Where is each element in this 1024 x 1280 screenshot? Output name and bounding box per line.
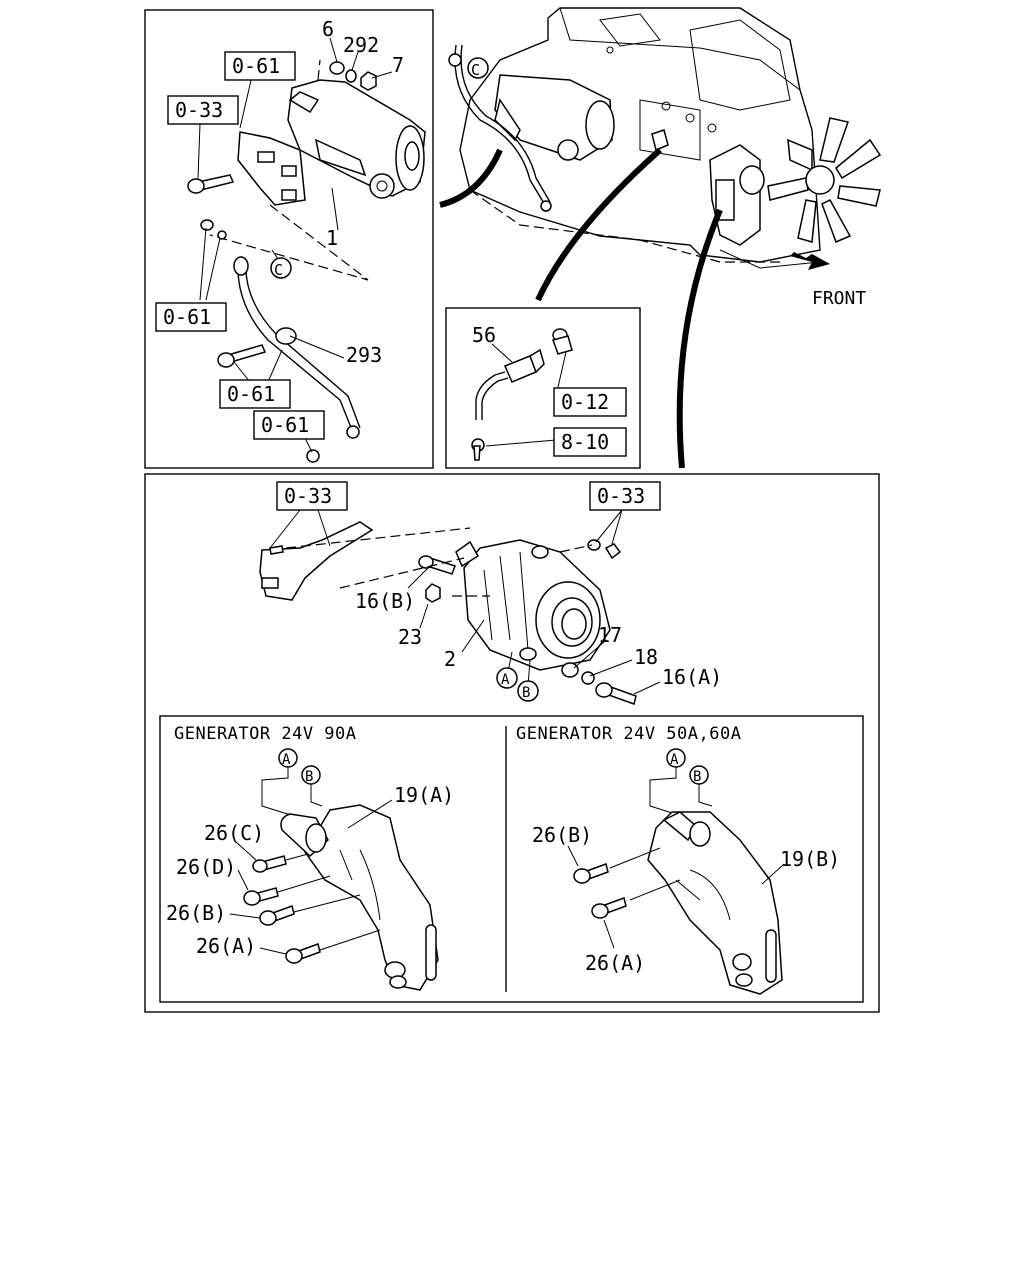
- part-label-18: 18: [634, 645, 658, 669]
- callout-a-generator-text: A: [501, 672, 510, 688]
- ref-061-b: 0-61: [163, 305, 211, 329]
- sub-panel-50a-title: GENERATOR 24V 50A,60A: [516, 724, 741, 744]
- ref-061-a: 0-61: [232, 54, 280, 78]
- callout-a-90a: A: [282, 752, 291, 768]
- part-label-19b: 19(B): [780, 847, 840, 871]
- callout-b-generator: [517, 680, 539, 702]
- part-label-26d: 26(D): [176, 855, 236, 879]
- part-label-6: 6: [322, 17, 334, 41]
- callout-a-50a: A: [670, 752, 679, 768]
- part-label-26a-90a: 26(A): [196, 934, 256, 958]
- sub-panel-90a-title: GENERATOR 24V 90A: [174, 724, 357, 744]
- part-label-16a: 16(A): [662, 665, 722, 689]
- fan-illustration: [767, 117, 882, 244]
- ref-033-left: 0-33: [284, 484, 332, 508]
- callout-c-starter-text: C: [274, 261, 283, 279]
- part-label-19a: 19(A): [394, 783, 454, 807]
- part-label-56: 56: [472, 323, 496, 347]
- part-label-7: 7: [392, 53, 404, 77]
- ref-061-d: 0-61: [261, 413, 309, 437]
- callout-c-engine: [467, 57, 489, 79]
- ref-810: 8-10: [561, 430, 609, 454]
- callout-b-90a: B: [305, 769, 313, 785]
- generator-panel: 0-33 0-33 16(B) 23 2 17 18 16(A) A B GEN…: [144, 473, 880, 1013]
- part-label-293: 293: [346, 343, 382, 367]
- ref-061-c: 0-61: [227, 382, 275, 406]
- sub-panel-90a: GENERATOR 24V 90A A B: [166, 724, 454, 991]
- callout-c-starter: [270, 257, 292, 279]
- sub-panel-50a-60a: GENERATOR 24V 50A,60A A B 26(B) 19(B): [516, 724, 840, 995]
- part-label-2: 2: [444, 647, 456, 671]
- sensor-panel: 56 0-12 8-10: [445, 307, 641, 469]
- part-label-26b-90a: 26(B): [166, 901, 226, 925]
- front-label: FRONT: [812, 288, 866, 309]
- part-label-26c: 26(C): [204, 821, 264, 845]
- part-label-17: 17: [598, 623, 622, 647]
- callout-a-generator: [496, 667, 518, 689]
- part-label-1: 1: [326, 226, 338, 250]
- front-arrow-icon: [790, 252, 830, 270]
- ref-012: 0-12: [561, 390, 609, 414]
- part-label-26a-50a: 26(A): [585, 951, 645, 975]
- callout-b-50a: B: [693, 769, 701, 785]
- part-label-26b-50a: 26(B): [532, 823, 592, 847]
- part-label-16b: 16(B): [355, 589, 415, 613]
- part-label-292: 292: [343, 33, 379, 57]
- part-label-23: 23: [398, 625, 422, 649]
- ref-033-right: 0-33: [597, 484, 645, 508]
- engine-overview: C FRONT: [448, 7, 882, 309]
- callout-b-generator-text: B: [522, 685, 530, 701]
- callout-c-engine-text: C: [471, 61, 480, 79]
- ref-033: 0-33: [175, 98, 223, 122]
- starter-panel: 6 292 7 0-61 0-33 1 C 0-61 293 0-61 0-61: [144, 9, 434, 469]
